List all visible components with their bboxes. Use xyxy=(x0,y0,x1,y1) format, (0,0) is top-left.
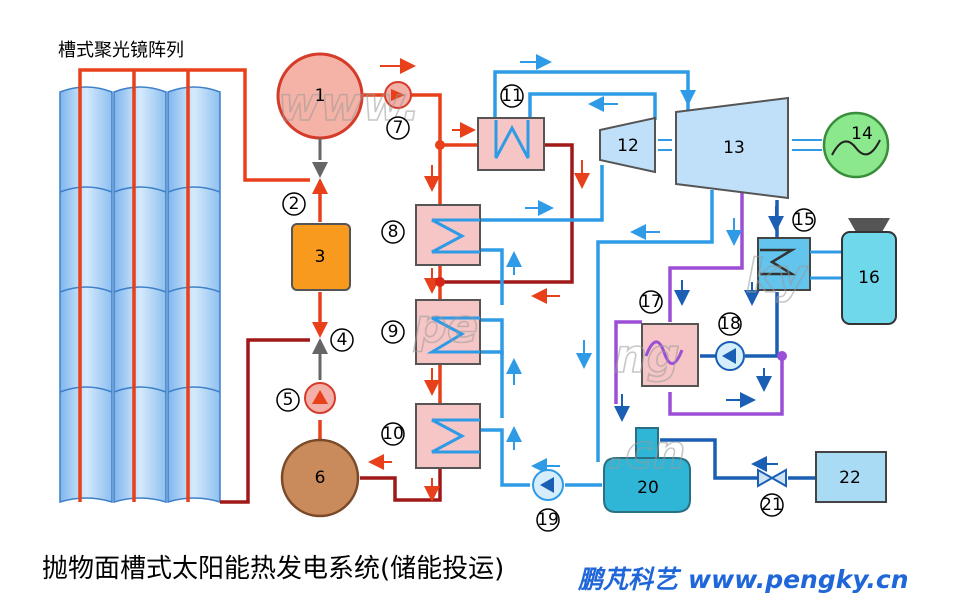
num-16: 16 xyxy=(858,268,880,288)
steam-generator-8 xyxy=(415,204,481,266)
cooling-tower xyxy=(841,218,897,325)
num-7: 7 xyxy=(393,118,404,138)
brand-name: 鹏芃科艺 xyxy=(578,565,679,594)
auxiliary-heater xyxy=(291,223,351,291)
num-19: 19 xyxy=(537,510,559,530)
svg-text:ng: ng xyxy=(614,329,680,383)
diagram-caption: 抛物面槽式太阳能热发电系统(储能投运) xyxy=(42,554,505,584)
num-21: 21 xyxy=(761,495,783,515)
oil-pump-7 xyxy=(384,81,412,109)
deaerator-tank xyxy=(603,427,691,513)
brand-url: www.pengky.cn xyxy=(688,565,909,594)
num-12: 12 xyxy=(617,136,639,156)
num-6: 6 xyxy=(315,468,326,488)
generator xyxy=(822,111,890,179)
feedwater-heater-17 xyxy=(641,323,699,387)
num-8: 8 xyxy=(388,222,399,242)
preheater-9 xyxy=(415,299,481,365)
num-10: 10 xyxy=(382,424,404,444)
lp-turbine xyxy=(675,96,789,200)
num-17: 17 xyxy=(640,292,662,312)
num-18: 18 xyxy=(719,314,741,334)
component-numbers: 1 2 3 4 5 6 7 8 9 10 11 12 13 14 15 16 1… xyxy=(276,84,880,532)
cold-salt-tank xyxy=(280,438,360,518)
hp-turbine xyxy=(599,116,656,174)
three-way-valve-2 xyxy=(312,138,328,194)
svg-text:ky: ky xyxy=(746,249,809,303)
condenser xyxy=(757,237,848,291)
num-15: 15 xyxy=(793,210,815,230)
num-2: 2 xyxy=(289,194,300,214)
num-14: 14 xyxy=(851,124,873,144)
three-way-valve-4 xyxy=(312,322,328,380)
num-5: 5 xyxy=(283,390,294,410)
num-20: 20 xyxy=(637,478,659,498)
makeup-water-tank xyxy=(815,451,887,503)
num-4: 4 xyxy=(337,330,348,350)
num-11: 11 xyxy=(501,86,523,106)
mirror-array xyxy=(59,86,221,504)
num-3: 3 xyxy=(315,247,326,267)
num-13: 13 xyxy=(723,138,745,158)
mirror-array-label: 槽式聚光镜阵列 xyxy=(58,40,184,61)
feed-pump-19 xyxy=(532,469,564,501)
num-1: 1 xyxy=(315,86,326,106)
brand: 鹏芃科艺 www.pengky.cn xyxy=(578,560,909,596)
num-22: 22 xyxy=(839,468,861,488)
junction-dots xyxy=(435,140,787,361)
flow-arrows xyxy=(368,54,784,502)
svg-text:.cn: .cn xyxy=(608,425,686,479)
oil-pump-5 xyxy=(304,382,336,414)
condensate-pump-18 xyxy=(715,341,745,371)
makeup-valve xyxy=(757,468,787,488)
preheater-10 xyxy=(415,403,481,469)
watermark: www. pe ng ky .cn xyxy=(277,76,809,480)
superheater-11 xyxy=(477,117,545,171)
steam-shaft xyxy=(658,139,822,151)
hot-oil-lines xyxy=(78,68,478,502)
num-9: 9 xyxy=(388,322,399,342)
return-oil-lines xyxy=(220,143,574,504)
extraction-lines xyxy=(614,190,784,416)
svg-text:pe: pe xyxy=(413,299,478,353)
